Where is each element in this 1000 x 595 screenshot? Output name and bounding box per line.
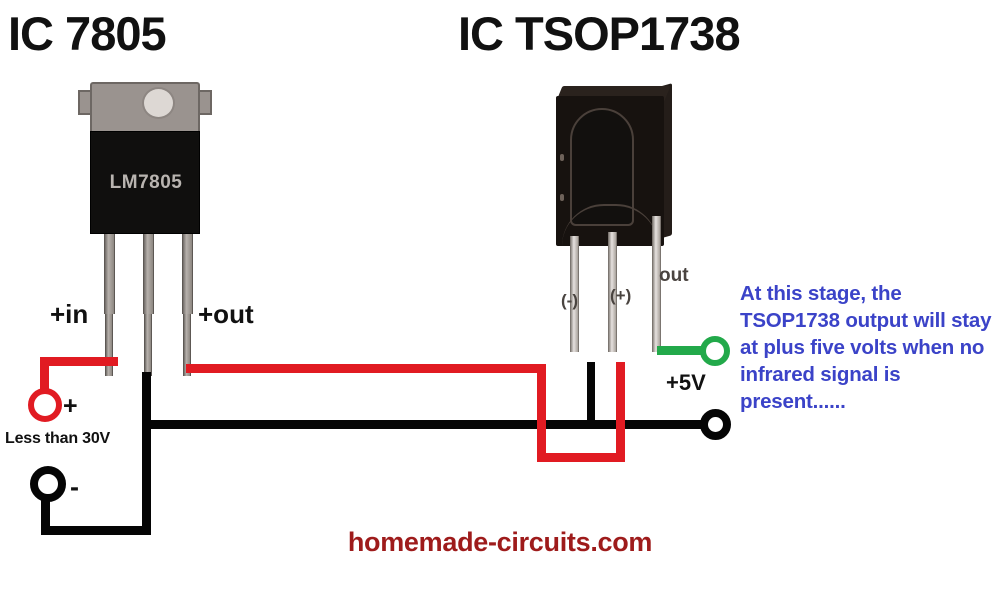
wire-ground-vertical-rail xyxy=(142,372,151,535)
to220-tab-notch-left xyxy=(78,90,92,115)
wire-5v-rise-to-tsop xyxy=(616,362,625,462)
to220-heatsink-tab xyxy=(90,82,200,122)
to220-plastic-body: LM7805 xyxy=(90,131,200,234)
regulator-pin-3-output xyxy=(182,234,193,314)
site-watermark: homemade-circuits.com xyxy=(347,527,653,557)
regulator-pin-2-ground xyxy=(143,234,154,314)
label-pin-out: +out xyxy=(198,299,254,329)
tsop-pin-2-vcc xyxy=(608,232,617,352)
wire-ground-terminal-drop xyxy=(41,498,50,534)
label-tsop-pin-negative: (-) xyxy=(561,291,578,310)
label-tsop-pin-positive: (+) xyxy=(610,286,632,305)
tsop-pin-1-ground xyxy=(570,236,579,352)
wire-ground-bottom-run xyxy=(41,526,151,535)
regulator-pin-1-tip xyxy=(105,314,113,376)
regulator-pin-1-input xyxy=(104,234,115,314)
wire-output-signal xyxy=(657,346,712,355)
label-tsop-pin-out: out xyxy=(659,265,689,286)
wire-input-positive-horizontal xyxy=(40,357,118,366)
label-supply-negative: - xyxy=(70,472,79,502)
wire-input-positive-vertical xyxy=(40,357,49,402)
title-ic-7805: IC 7805 xyxy=(8,7,167,60)
terminal-output-negative[interactable] xyxy=(700,409,731,440)
wire-5v-drop xyxy=(537,364,546,462)
tsop-edge-mark-upper xyxy=(560,154,564,161)
tsop-body-lip xyxy=(562,204,658,246)
wire-ground-main-rail xyxy=(142,420,717,429)
label-pin-in: +in xyxy=(50,299,89,329)
terminal-supply-negative[interactable] xyxy=(30,466,66,502)
component-tsop1738 xyxy=(548,83,688,386)
tsop-edge-mark-lower xyxy=(560,194,564,201)
to220-tab-notch-right xyxy=(198,90,212,115)
component-ic-7805: LM7805 xyxy=(78,82,212,382)
wire-5v-bridge-under-ground xyxy=(537,453,625,462)
regulator-pin-2-tip xyxy=(144,314,152,376)
terminal-supply-positive[interactable] xyxy=(28,388,62,422)
title-ic-tsop1738: IC TSOP1738 xyxy=(458,7,741,60)
wire-tsop-ground-drop xyxy=(587,362,595,424)
label-supply-voltage-note: Less than 30V xyxy=(5,430,111,447)
annotation-text: At this stage, the TSOP1738 output will … xyxy=(740,282,992,413)
to220-tab-base xyxy=(90,120,200,132)
regulator-pin-3-tip xyxy=(183,314,191,376)
to220-mounting-hole xyxy=(142,87,175,119)
ic-body-part-number: LM7805 xyxy=(109,172,183,193)
tsop-pin-3-out xyxy=(652,216,661,352)
label-supply-positive: + xyxy=(63,392,78,420)
terminal-output-signal[interactable] xyxy=(700,336,730,366)
label-output-voltage: +5V xyxy=(666,370,706,395)
wire-5v-from-regulator-out xyxy=(186,364,546,373)
